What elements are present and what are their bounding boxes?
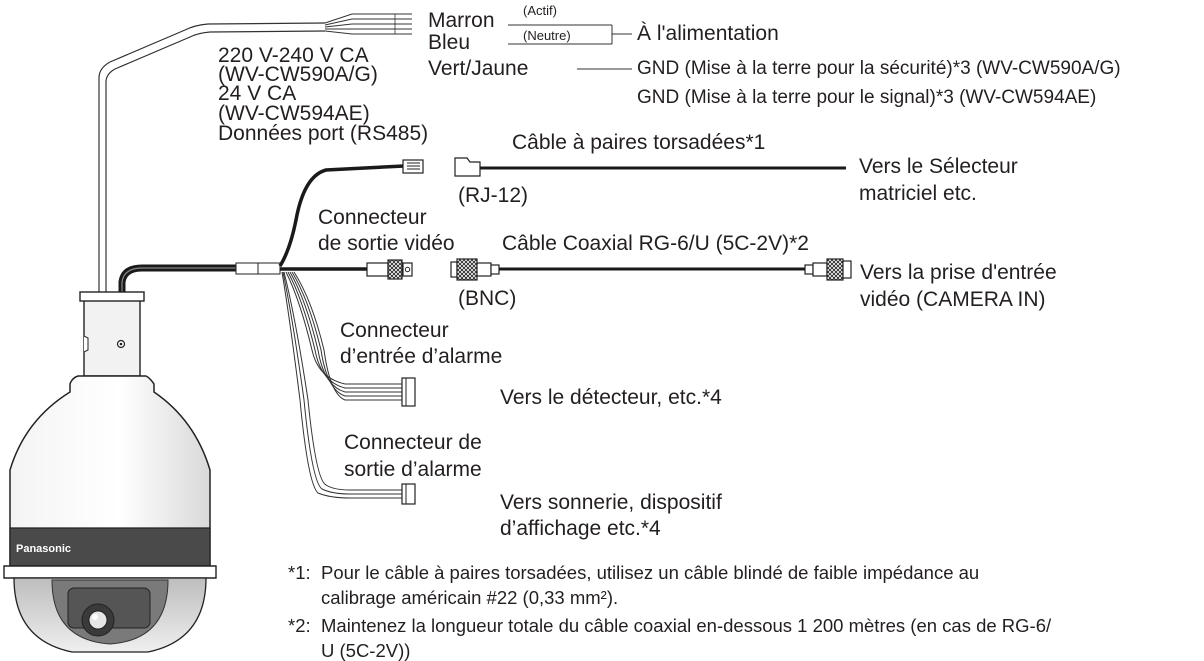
alarm-input-connector	[401, 377, 416, 407]
blue-wire-label: Bleu	[428, 31, 471, 54]
rj12-label: (RJ-12)	[458, 184, 529, 207]
camera-dome-housing	[3, 375, 217, 579]
video-output-connector-label: Connecteur	[318, 206, 427, 229]
rs485-branch-cable	[278, 164, 405, 267]
rj12-plug	[402, 159, 424, 174]
matrix-switcher-destination: Vers le Sélecteur	[859, 155, 1018, 178]
alarm-output-connector-label: sortie d’alarme	[344, 458, 482, 481]
alarm-output-wires	[281, 271, 402, 499]
bnc-label: (BNC)	[458, 287, 517, 310]
main-cable	[118, 264, 242, 302]
alarm-input-connector-label: Connecteur	[340, 319, 449, 342]
camera-bubble	[13, 577, 207, 653]
video-output-connector-label: de sortie vidéo	[318, 232, 455, 255]
power-leader-lines	[508, 24, 632, 70]
camera-in-destination: vidéo (CAMERA IN)	[860, 288, 1046, 311]
note-text: Pour le câble à paires torsadées, utilis…	[321, 562, 980, 583]
power-spec-line: (WV-CW594AE)	[218, 102, 370, 125]
neutral-label: (Neutre)	[523, 28, 571, 43]
power-lead-wires	[324, 13, 412, 35]
cable-junction	[235, 262, 281, 275]
note-marker: *2:	[288, 615, 311, 636]
power-spec-line: 220 V-240 V CA	[218, 44, 369, 67]
note-text: calibrage américain #22 (0,33 mm²).	[321, 587, 619, 608]
camera-in-destination: Vers la prise d'entrée	[860, 261, 1057, 284]
to-power-supply: À l'alimentation	[637, 22, 779, 45]
video-output-connector	[366, 259, 413, 280]
alarm-output-connector-label: Connecteur de	[344, 431, 482, 454]
note-marker: *1:	[288, 562, 311, 583]
power-spec-line: Données port (RS485)	[218, 122, 429, 145]
alarm-output-connector	[401, 483, 416, 505]
bnc-connector-right	[804, 258, 852, 281]
brown-wire-label: Marron	[428, 9, 495, 32]
twisted-pair-cable-label: Câble à paires torsadées*1	[512, 131, 766, 154]
camera-brand-logo: Panasonic	[16, 543, 72, 555]
active-label: (Actif)	[523, 3, 557, 18]
bnc-connector-left	[450, 258, 500, 281]
camera-mount-pipe	[79, 291, 145, 377]
detector-destination: Vers le détecteur, etc.*4	[500, 386, 722, 409]
green-yellow-wire-label: Vert/Jaune	[428, 57, 529, 80]
alarm-input-connector-label: d’entrée d’alarme	[340, 345, 503, 368]
coaxial-cable-label: Câble Coaxial RG-6/U (5C-2V)*2	[502, 232, 809, 255]
matrix-switcher-destination: matriciel etc.	[859, 182, 977, 205]
power-cable	[98, 22, 326, 298]
note-text: U (5C-2V))	[321, 640, 411, 661]
power-spec-line: (WV-CW590A/G)	[218, 63, 378, 86]
rj12-jack	[454, 157, 481, 177]
buzzer-destination: Vers sonnerie, dispositif	[500, 491, 722, 514]
alarm-input-wires	[285, 271, 402, 401]
note-text: Maintenez la longueur totale du câble co…	[321, 615, 1052, 636]
power-spec-line: 24 V CA	[218, 82, 297, 105]
buzzer-destination: d’affichage etc.*4	[500, 517, 661, 540]
gnd-signal-label: GND (Mise à la terre pour le signal)*3 (…	[637, 87, 1097, 108]
gnd-safety-label: GND (Mise à la terre pour la sécurité)*3…	[637, 58, 1121, 79]
